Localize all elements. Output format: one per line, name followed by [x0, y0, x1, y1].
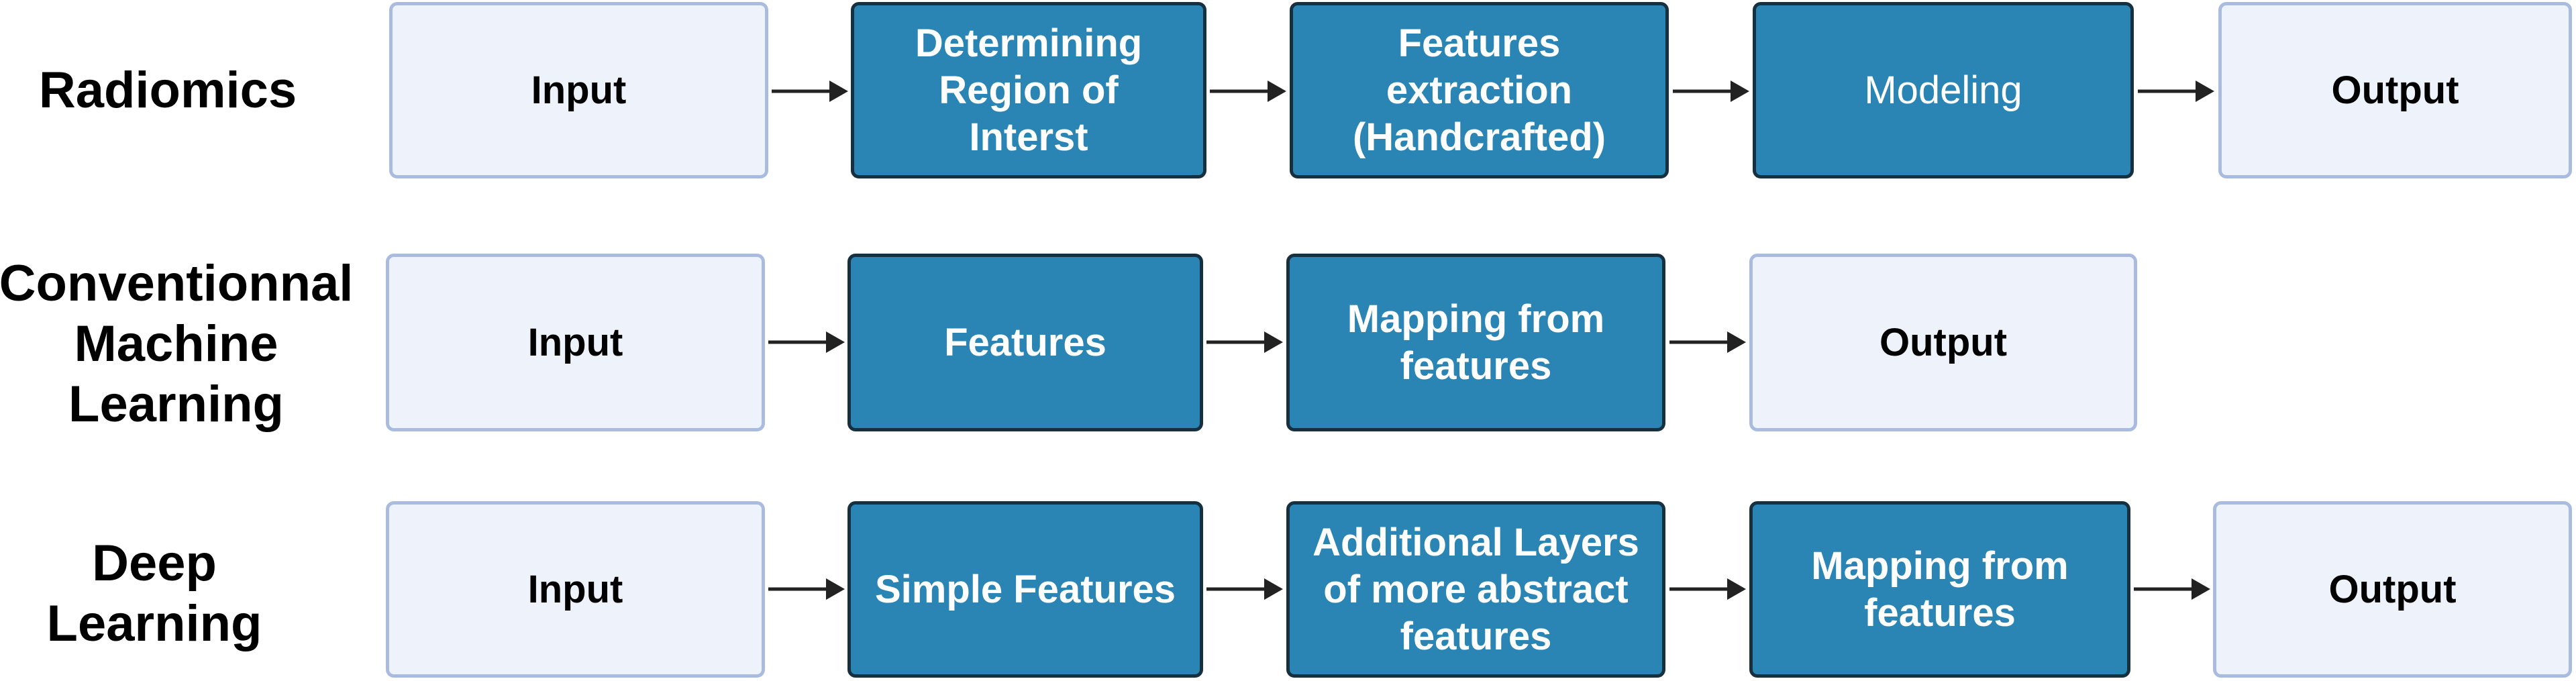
arrow-right-icon: [1206, 331, 1283, 353]
arrow-right-icon: [772, 81, 848, 102]
radiomics-input-box: Input: [389, 2, 768, 178]
arrow-right-icon: [2138, 81, 2214, 102]
deep-mapping-box: Mapping from features: [1749, 501, 2130, 678]
arrow-right-icon: [1669, 578, 1746, 600]
radiomics-feature-extraction-box: Features extraction (Handcrafted): [1290, 2, 1669, 178]
arrow-right-icon: [768, 331, 845, 353]
deep-input-box: Input: [386, 501, 765, 678]
row-label-conventional-ml: Conventionnal Machine Learning: [0, 254, 354, 433]
radiomics-roi-box: Determining Region of Interst: [851, 2, 1206, 178]
deep-simple-features-box: Simple Features: [847, 501, 1203, 678]
row-label-deep-learning: Deep Learning: [46, 535, 262, 652]
conventional-output-box: Output: [1749, 254, 2137, 431]
radiomics-output-box: Output: [2218, 2, 2572, 178]
arrow-right-icon: [1669, 331, 1746, 353]
deep-output-box: Output: [2213, 501, 2572, 678]
conventional-input-box: Input: [386, 254, 765, 431]
deep-abstract-layers-box: Additional Layers of more abstract featu…: [1286, 501, 1665, 678]
arrow-right-icon: [1210, 81, 1286, 102]
radiomics-modeling-box: Modeling: [1753, 2, 2134, 178]
conventional-features-box: Features: [847, 254, 1203, 431]
conventional-mapping-box: Mapping from features: [1286, 254, 1665, 431]
row-label-radiomics: Radiomics: [38, 62, 297, 119]
arrow-right-icon: [1673, 81, 1749, 102]
arrow-right-icon: [2134, 578, 2210, 600]
arrow-right-icon: [1206, 578, 1283, 600]
arrow-right-icon: [768, 578, 845, 600]
